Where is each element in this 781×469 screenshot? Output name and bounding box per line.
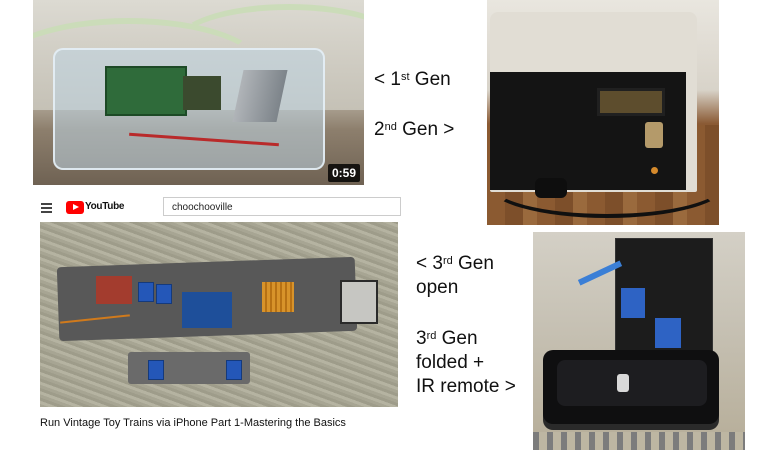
label-third-gen-folded-sup: rd <box>426 330 437 342</box>
label-second-gen-sup: nd <box>384 121 397 133</box>
label-third-gen-folded-prefix: 3 <box>416 328 427 349</box>
label-third-gen-open-prefix: < 3 <box>416 253 443 274</box>
first-gen-photo[interactable]: 0:59 <box>33 0 364 185</box>
label-third-gen-open-sup: rd <box>442 255 453 267</box>
third-gen-folded-photo <box>533 232 745 450</box>
label-second-gen: 2nd Gen > <box>374 118 454 142</box>
label-third-gen-folded-suffix: Gen <box>436 328 478 349</box>
circuit-board <box>105 66 187 116</box>
youtube-logo-icon[interactable] <box>66 201 84 214</box>
serial-port <box>645 122 663 148</box>
label-third-gen-folded-line2: folded + <box>416 352 485 373</box>
second-gen-photo <box>487 0 719 225</box>
label-third-gen-open-line2: open <box>416 277 459 298</box>
label-first-gen-prefix: < 1 <box>374 69 401 90</box>
relay-module <box>226 360 242 380</box>
label-third-gen-open: < 3rd Gen open <box>416 252 494 300</box>
red-circuit-board <box>96 276 132 304</box>
train-track <box>533 432 745 450</box>
third-gen-open-photo[interactable] <box>40 222 398 407</box>
label-third-gen-folded-line3: IR remote > <box>416 376 516 397</box>
hose-cable-2 <box>173 4 364 86</box>
label-third-gen-open-suffix: Gen <box>452 253 494 274</box>
base-lid <box>557 360 707 406</box>
control-knob <box>617 374 629 392</box>
relay-module <box>156 284 172 304</box>
power-plug <box>535 178 567 198</box>
relay-module <box>148 360 164 380</box>
heatsink <box>262 282 294 312</box>
arduino-board <box>182 292 232 328</box>
circuit-board-2 <box>183 76 221 110</box>
label-first-gen-sup: st <box>400 71 410 83</box>
youtube-logo-text[interactable]: YouTube <box>85 201 125 212</box>
label-third-gen-folded: 3rd Gen folded + IR remote > <box>416 327 516 399</box>
hose-cable <box>33 18 265 120</box>
hamburger-menu-icon[interactable] <box>41 203 52 215</box>
relay-module <box>621 288 645 318</box>
label-first-gen-suffix: Gen <box>409 69 451 90</box>
transformer <box>340 280 378 324</box>
video-duration-badge: 0:59 <box>327 164 360 182</box>
label-second-gen-prefix: 2 <box>374 119 385 140</box>
power-cord <box>487 150 719 218</box>
search-input[interactable]: choochooville <box>163 197 401 216</box>
video-title[interactable]: Run Vintage Toy Trains via iPhone Part 1… <box>40 417 346 429</box>
relay-module <box>138 282 154 302</box>
label-second-gen-suffix: Gen > <box>396 119 455 140</box>
label-first-gen: < 1st Gen <box>374 68 451 92</box>
lcd-display <box>597 88 665 116</box>
relay-module <box>655 318 681 348</box>
youtube-header: YouTube choochooville <box>33 193 403 221</box>
